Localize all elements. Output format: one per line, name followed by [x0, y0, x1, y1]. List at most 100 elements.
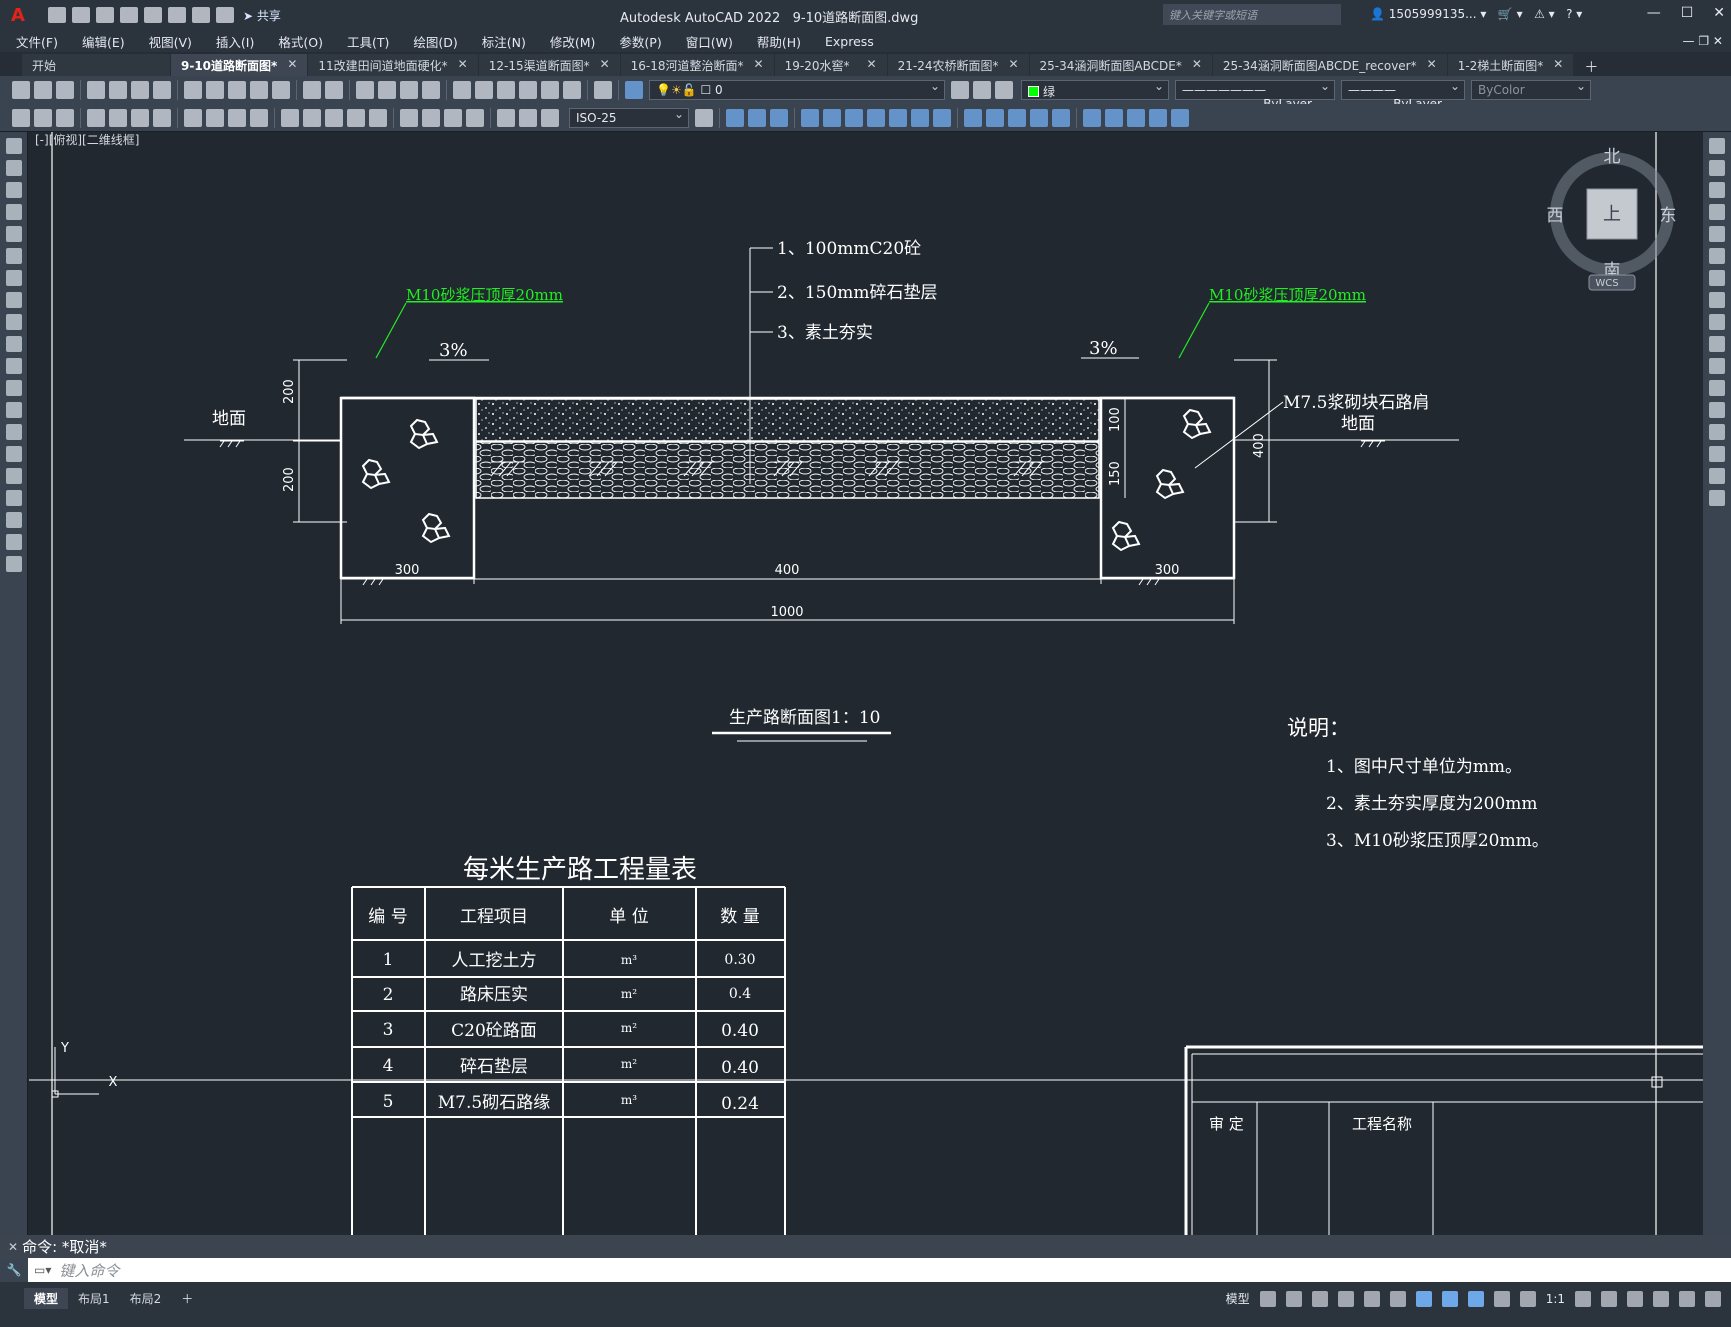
- make-current-icon[interactable]: [951, 81, 969, 99]
- dim-text-edit-icon[interactable]: [519, 108, 537, 127]
- menu-edit[interactable]: 编辑(E): [81, 34, 125, 50]
- tab-close-icon[interactable]: ✕: [287, 57, 298, 71]
- markup-icon[interactable]: [541, 81, 559, 99]
- polyline-icon[interactable]: [5, 182, 22, 198]
- tab-close-icon[interactable]: ✕: [753, 57, 764, 71]
- tab-close-icon[interactable]: ✕: [1426, 57, 1437, 71]
- menu-parametric[interactable]: 参数(P): [619, 34, 662, 50]
- menu-tools[interactable]: 工具(T): [346, 34, 390, 50]
- inspection-icon[interactable]: [444, 108, 462, 127]
- ortho-icon[interactable]: [1311, 1290, 1328, 1307]
- modify-icon[interactable]: [1008, 108, 1026, 127]
- block-editor-icon[interactable]: [272, 81, 290, 99]
- calculator-icon[interactable]: [563, 81, 581, 99]
- undo-icon[interactable]: [303, 81, 321, 99]
- tool-icon[interactable]: [34, 108, 52, 127]
- modify-icon[interactable]: [867, 108, 885, 127]
- model-space-toggle[interactable]: 模型: [1225, 1292, 1250, 1306]
- tool-icon[interactable]: [12, 108, 30, 127]
- match-properties-icon[interactable]: [250, 81, 268, 99]
- tab-terrace[interactable]: 1-2梯土断面图*✕: [1447, 54, 1574, 76]
- transparency-icon[interactable]: [1467, 1290, 1484, 1307]
- linetype-combo[interactable]: ———————ByLayer: [1175, 79, 1335, 111]
- mirror-icon[interactable]: [1709, 182, 1725, 198]
- share-button[interactable]: ➤ 共享: [243, 8, 281, 23]
- modify-icon[interactable]: [1149, 108, 1167, 127]
- maximize-icon[interactable]: ☐: [1680, 5, 1694, 21]
- menu-window[interactable]: 窗口(W): [685, 34, 733, 50]
- point-icon[interactable]: [5, 424, 22, 440]
- search-input[interactable]: 键入关键字或短语: [1163, 4, 1341, 25]
- gradient-icon[interactable]: [5, 468, 22, 484]
- plot-icon[interactable]: [168, 7, 186, 23]
- tolerance-icon[interactable]: [400, 108, 418, 127]
- rectangle-icon[interactable]: [5, 226, 22, 242]
- object-track-icon[interactable]: [1389, 1290, 1406, 1307]
- text-icon[interactable]: [5, 534, 22, 550]
- modify-icon[interactable]: [748, 108, 766, 127]
- add-layout-button[interactable]: ＋: [181, 1292, 194, 1306]
- explode-icon[interactable]: [1709, 490, 1725, 506]
- grid-icon[interactable]: [1259, 1290, 1276, 1307]
- tab-close-icon[interactable]: ✕: [599, 57, 610, 71]
- add-selected-icon[interactable]: [5, 556, 22, 572]
- plot-icon[interactable]: [87, 81, 105, 99]
- tab-cistern[interactable]: 19-20水窖*✕: [774, 54, 887, 76]
- hardware-accel-icon[interactable]: [1653, 1290, 1669, 1307]
- dim-edit-icon[interactable]: [497, 108, 515, 127]
- pan-icon[interactable]: [356, 81, 374, 99]
- region-icon[interactable]: [5, 490, 22, 506]
- tab-close-icon[interactable]: ✕: [1553, 57, 1564, 71]
- fillet-icon[interactable]: [1709, 446, 1725, 462]
- polar-icon[interactable]: [1337, 1290, 1354, 1307]
- circle-icon[interactable]: [5, 270, 22, 286]
- modify-icon[interactable]: [1083, 108, 1101, 127]
- preview-icon[interactable]: [109, 81, 127, 99]
- new-icon[interactable]: [48, 7, 66, 23]
- menu-help[interactable]: 帮助(H): [756, 34, 801, 50]
- hatch-icon[interactable]: [5, 446, 22, 462]
- move-icon[interactable]: [1709, 248, 1725, 264]
- menu-dimension[interactable]: 标注(N): [481, 34, 526, 50]
- dim-diameter-icon[interactable]: [228, 108, 246, 127]
- snap-icon[interactable]: [1285, 1290, 1302, 1307]
- modify-icon[interactable]: [1127, 108, 1145, 127]
- modify-icon[interactable]: [1171, 108, 1189, 127]
- 3d-print-icon[interactable]: [153, 81, 171, 99]
- extend-icon[interactable]: [1709, 358, 1725, 374]
- array-icon[interactable]: [1709, 226, 1725, 242]
- modify-icon[interactable]: [726, 108, 744, 127]
- revision-cloud-icon[interactable]: [5, 292, 22, 308]
- menu-modify[interactable]: 修改(M): [549, 34, 596, 50]
- break-icon[interactable]: [1709, 380, 1725, 396]
- modify-icon[interactable]: [823, 108, 841, 127]
- command-menu-icon[interactable]: ▭▾: [34, 1263, 52, 1277]
- annotation-scale[interactable]: 1:1: [1545, 1291, 1565, 1306]
- paste-icon[interactable]: [228, 81, 246, 99]
- spline-icon[interactable]: [5, 314, 22, 330]
- chamfer-icon[interactable]: [1709, 424, 1725, 440]
- rotate-icon[interactable]: [1709, 270, 1725, 286]
- zoom-realtime-icon[interactable]: [378, 81, 396, 99]
- tab-close-icon[interactable]: ✕: [457, 57, 468, 71]
- properties-icon[interactable]: [453, 81, 471, 99]
- save-icon[interactable]: [56, 81, 74, 99]
- close-icon[interactable]: ✕: [8, 1239, 19, 1254]
- tab-road-section[interactable]: 9-10道路断面图*✕: [171, 54, 308, 76]
- tool-icon[interactable]: [56, 108, 74, 127]
- modify-icon[interactable]: [889, 108, 907, 127]
- jogged-linear-icon[interactable]: [466, 108, 484, 127]
- menu-insert[interactable]: 插入(I): [215, 34, 255, 50]
- modify-icon[interactable]: [1030, 108, 1048, 127]
- table-icon[interactable]: [5, 512, 22, 528]
- quick-dim-icon[interactable]: [281, 108, 299, 127]
- dim-radius-icon[interactable]: [184, 108, 202, 127]
- construction-line-icon[interactable]: [5, 160, 22, 176]
- layer-properties-icon[interactable]: [625, 81, 643, 99]
- dim-jogged-icon[interactable]: [206, 108, 224, 127]
- dim-aligned-icon[interactable]: [109, 108, 127, 127]
- modify-icon[interactable]: [1052, 108, 1070, 127]
- modify-icon[interactable]: [1105, 108, 1123, 127]
- tab-culvert-recover[interactable]: 25-34涵洞断面图ABCDE_recover*✕: [1212, 54, 1447, 76]
- tab-bridge[interactable]: 21-24农桥断面图*✕: [887, 54, 1029, 76]
